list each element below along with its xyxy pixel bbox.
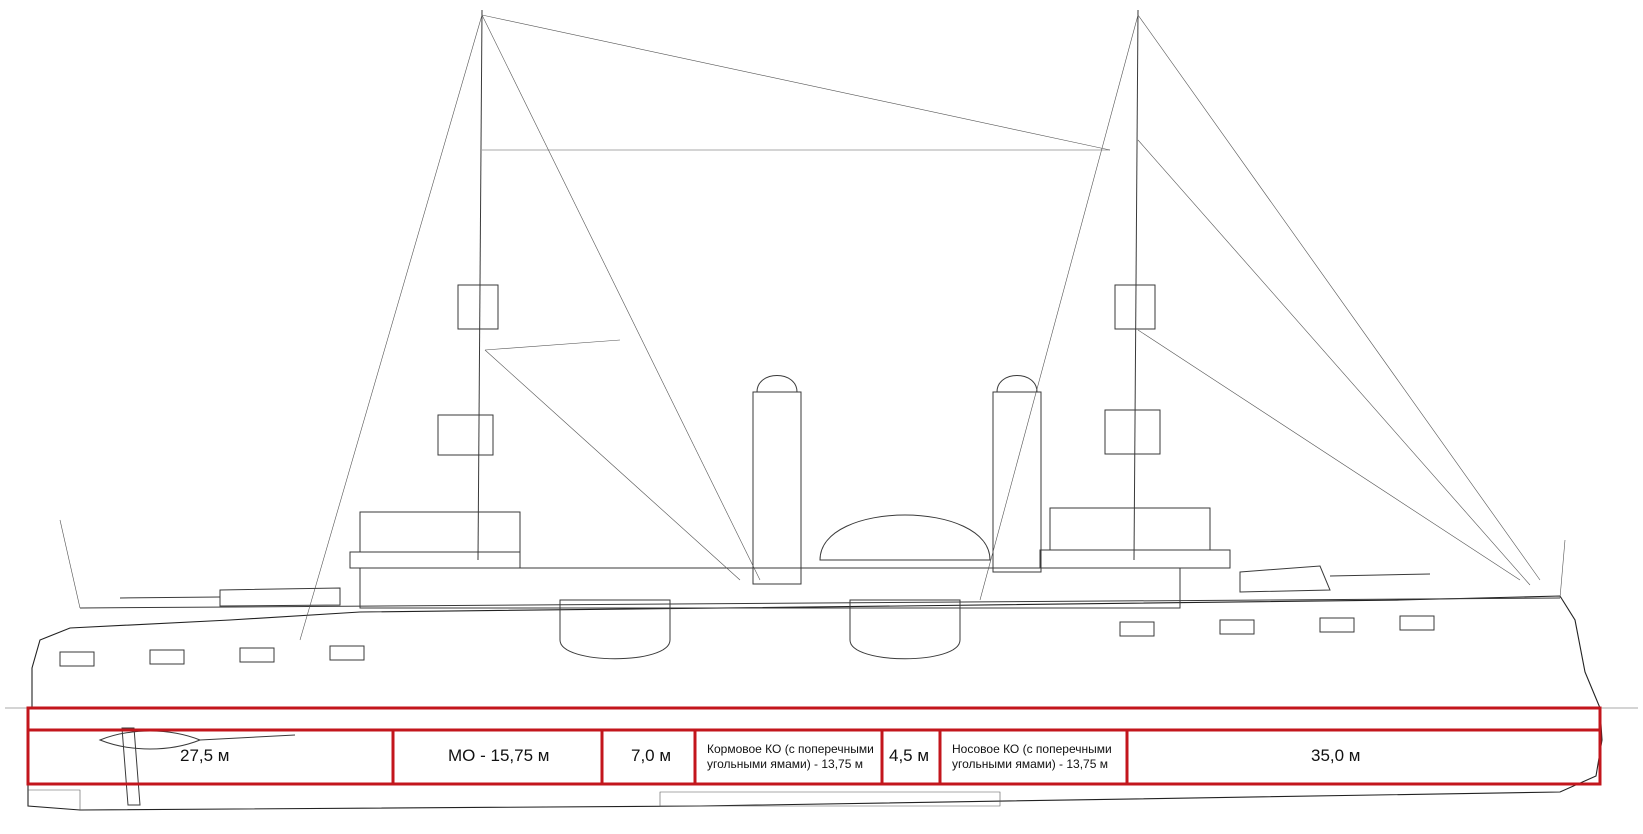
- rigging-stay: [481, 14, 1111, 151]
- launch-midships: [819, 514, 991, 561]
- fwd-turret: [1239, 565, 1331, 593]
- fwd-gun: [1329, 573, 1431, 577]
- compartment-frame: [26, 706, 1602, 786]
- ensign-staff: [59, 519, 81, 609]
- label-stern: 27,5 м: [180, 746, 230, 765]
- funnel-aft-cap: [756, 375, 798, 393]
- propeller-shaft: [199, 734, 296, 741]
- label-aft-boiler-line-2: угольными ямами) - 13,75 м: [707, 757, 863, 771]
- rigging-stay: [1137, 139, 1531, 586]
- boat-fwd: [849, 599, 961, 660]
- label-fwd-boiler-line-2: угольными ямами) - 13,75 м: [952, 757, 1108, 771]
- jack-staff: [1559, 539, 1566, 599]
- rigging-stay: [299, 14, 483, 641]
- stern-post: [28, 789, 81, 810]
- label-fwd-boiler-line-1: Носовое КО (с поперечными: [952, 742, 1112, 756]
- boat-boom: [484, 339, 621, 351]
- hull-upper: [31, 595, 1601, 709]
- funnel-fwd-cap: [996, 375, 1038, 393]
- mainmast-fighting-top: [437, 414, 494, 456]
- foremast-fighting-top: [1104, 409, 1161, 455]
- rigging-stay: [979, 14, 1139, 601]
- aft-turret: [219, 587, 341, 607]
- label-aft-boiler-line-1: Кормовое КО (с поперечными: [707, 742, 874, 756]
- label-engine-room: МО - 15,75 м: [448, 746, 550, 765]
- rudder: [121, 727, 141, 806]
- boat-aft: [559, 599, 671, 660]
- label-bow: 35,0 м: [1311, 746, 1361, 765]
- aft-gun: [119, 596, 221, 599]
- fwd-bridge: [1049, 507, 1211, 551]
- mainmast-top: [457, 284, 499, 330]
- fwd-bridge-deck: [1039, 549, 1231, 569]
- label-gap-2: 4,5 м: [889, 746, 930, 765]
- compartment-partitions: [26, 706, 1602, 786]
- aft-bridge: [359, 511, 521, 553]
- funnel-fwd: [992, 391, 1042, 573]
- bilge-keel: [659, 791, 1001, 807]
- gun-ports: [59, 615, 1435, 667]
- label-aft-boiler-room: Кормовое КО (с поперечными угольными яма…: [707, 742, 874, 772]
- boat-derrick: [484, 349, 741, 581]
- rigging-stay: [1137, 329, 1521, 581]
- foremast-top: [1114, 284, 1156, 330]
- superstructure-base: [359, 567, 1181, 609]
- deck-line: [79, 597, 1561, 609]
- rigging-stay: [481, 14, 761, 581]
- label-fwd-boiler-room: Носовое КО (с поперечными угольными ямам…: [952, 742, 1112, 772]
- funnel-aft: [752, 391, 802, 585]
- label-gap-1: 7,0 м: [631, 746, 672, 765]
- aft-bridge-deck: [349, 551, 521, 569]
- rigging-stay: [1137, 14, 1541, 581]
